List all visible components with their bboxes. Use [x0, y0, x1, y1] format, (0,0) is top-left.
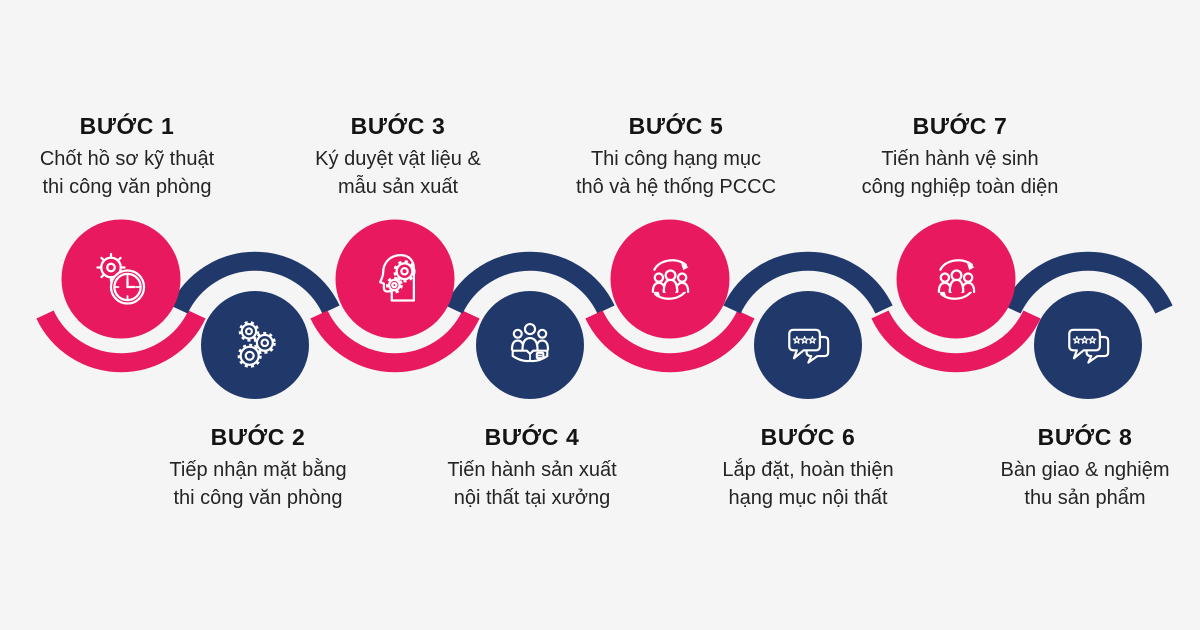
step-1-text: BƯỚC 1 Chốt hồ sơ kỹ thuật thi công văn … [0, 110, 267, 201]
wave-arc-over-step-2 [170, 251, 340, 314]
step-1-description-line-2: thi công văn phòng [42, 176, 212, 198]
step-8-text: BƯỚC 8 Bàn giao & nghiệm thu sản phẩm [945, 421, 1200, 512]
step-8-description-line-1: Bàn giao & nghiệm [1000, 459, 1170, 481]
step-5-description-line-2: thô và hệ thống PCCC [575, 176, 777, 198]
step-3-description-line-1: Ký duyệt vật liệu & [315, 148, 481, 170]
step-3-description-line-2: mẫu sản xuất [337, 176, 459, 198]
step-7-label: BƯỚC 7 [912, 113, 1008, 139]
step-2-label: BƯỚC 2 [210, 424, 306, 450]
step-3-text: BƯỚC 3 Ký duyệt vật liệu & mẫu sản xuất [258, 110, 538, 201]
step-5-text: BƯỚC 5 Thi công hạng mục thô và hệ thống… [536, 110, 816, 201]
step-4-text: BƯỚC 4 Tiến hành sản xuất nội thất tại x… [392, 421, 672, 512]
step-2-description-line-1: Tiếp nhận mặt bằng [169, 459, 347, 481]
step-2-circle [201, 291, 309, 399]
step-2-description-line-2: thi công văn phòng [173, 487, 343, 509]
step-7-text: BƯỚC 7 Tiến hành vệ sinh công nghiệp toà… [820, 110, 1100, 201]
step-6-description-line-1: Lắp đặt, hoàn thiện [722, 459, 894, 481]
step-5-description-line-1: Thi công hạng mục [590, 148, 762, 170]
wave-arc-under-step-5 [585, 310, 755, 373]
step-4-description-line-2: nội thất tại xưởng [453, 487, 611, 509]
team-book-icon [510, 322, 550, 363]
wave-arc-under-step-3 [310, 310, 480, 373]
step-5-label: BƯỚC 5 [628, 113, 724, 139]
step-7-description-line-1: Tiến hành vệ sinh [881, 148, 1039, 170]
step-6-description-line-2: hạng mục nội thất [728, 487, 888, 509]
step-1-description-line-1: Chốt hồ sơ kỹ thuật [39, 148, 215, 170]
wave-arc-over-step-4 [445, 251, 615, 314]
wave-arc-over-step-6 [723, 251, 893, 314]
step-2-text: BƯỚC 2 Tiếp nhận mặt bằng thi công văn p… [118, 421, 398, 512]
step-8-label: BƯỚC 8 [1037, 424, 1133, 450]
wave-arc-under-step-7 [871, 310, 1041, 373]
wave-arc-under-step-1 [36, 310, 206, 373]
step-6-label: BƯỚC 6 [760, 424, 856, 450]
step-7-description-line-2: công nghiệp toàn diện [861, 176, 1059, 198]
wave-arc-over-step-8 [1003, 251, 1173, 314]
step-1-label: BƯỚC 1 [79, 113, 175, 139]
step-4-label: BƯỚC 4 [484, 424, 580, 450]
step-8-description-line-2: thu sản phẩm [1024, 487, 1146, 509]
step-4-description-line-1: Tiến hành sản xuất [447, 459, 617, 481]
step-3-label: BƯỚC 3 [350, 113, 446, 139]
step-6-text: BƯỚC 6 Lắp đặt, hoàn thiện hạng mục nội … [668, 421, 948, 512]
